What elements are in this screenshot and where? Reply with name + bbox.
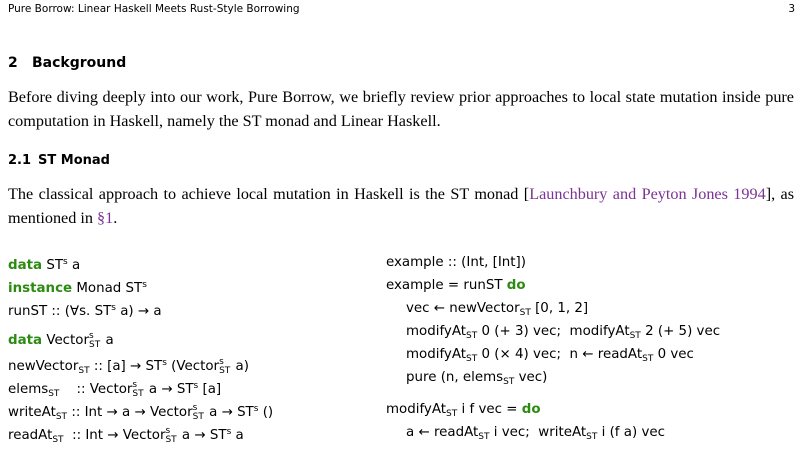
subsection-title: ST Monad <box>38 153 110 168</box>
paragraph-text: The classical approach to achieve local … <box>8 185 530 203</box>
code-line: modifyAtST i f vec = do <box>386 402 541 419</box>
keyword-do: do <box>506 278 526 293</box>
code-line: example = runST do <box>386 278 526 293</box>
subsection-number: 2.1 <box>8 153 32 168</box>
st-monad-paragraph: The classical approach to achieve local … <box>8 182 794 230</box>
code-line: modifyAtST 0 (× 4) vec; n ← readAtST 0 v… <box>406 347 694 364</box>
keyword-do: do <box>521 402 541 417</box>
code-line: vec ← newVectorST [0, 1, 2] <box>406 301 589 318</box>
keyword-data: data <box>8 333 43 348</box>
section-cross-reference-link[interactable]: §1 <box>97 209 114 227</box>
keyword-data: data <box>8 258 43 273</box>
citation-link[interactable]: Launchbury and Peyton Jones 1994 <box>529 185 766 203</box>
code-line: instance Monad STs <box>8 280 147 296</box>
code-line: runST :: (∀s. STs a) → a <box>8 303 162 319</box>
section-number: 2 <box>8 55 18 71</box>
keyword-instance: instance <box>8 281 73 296</box>
paragraph-text: ], as mentioned in <box>8 185 795 227</box>
code-line: example :: (Int, [Int]) <box>386 255 526 270</box>
code-line: a ← readAtST i vec; writeAtST i (f a) ve… <box>406 425 665 442</box>
code-line: data STs a <box>8 257 81 273</box>
subsection-heading: 2.1 ST Monad <box>8 153 110 168</box>
code-block-right: example :: (Int, [Int]) example = runST … <box>386 251 720 444</box>
section-heading: 2 Background <box>8 55 126 71</box>
paragraph-text: . <box>113 209 118 227</box>
section-title: Background <box>32 55 127 71</box>
code-line: pure (n, elemsST vec) <box>406 370 548 387</box>
background-paragraph: Before diving deeply into our work, Pure… <box>8 88 794 130</box>
running-header: Pure Borrow: Linear Haskell Meets Rust-S… <box>8 3 795 15</box>
page-number: 3 <box>788 3 795 15</box>
code-block-left: data STs a instance Monad STs runST :: (… <box>8 251 274 446</box>
running-title: Pure Borrow: Linear Haskell Meets Rust-S… <box>8 3 300 15</box>
code-line: modifyAtST 0 (+ 3) vec; modifyAtST 2 (+ … <box>406 324 721 341</box>
